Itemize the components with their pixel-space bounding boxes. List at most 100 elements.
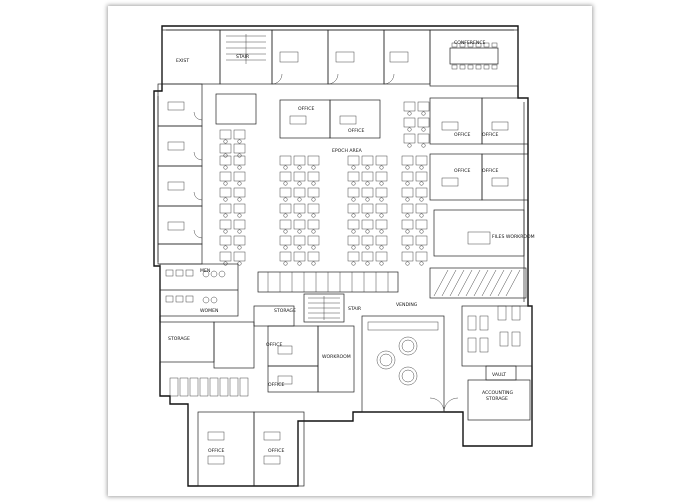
- chair: [365, 181, 370, 186]
- label-vending: VENDING: [396, 302, 418, 308]
- chair: [351, 181, 356, 186]
- chair: [283, 229, 288, 234]
- chair: [297, 197, 302, 202]
- top-row-rooms: [161, 29, 519, 87]
- chair: [351, 165, 356, 170]
- workstation: [415, 251, 428, 262]
- workstation: [219, 143, 232, 154]
- chair: [419, 165, 424, 170]
- workstation: [375, 187, 388, 198]
- label-accounting-storage: STORAGE: [486, 396, 508, 402]
- chair: [379, 229, 384, 234]
- chair: [297, 229, 302, 234]
- right-offices: [429, 97, 529, 257]
- chair: [379, 245, 384, 250]
- chair: [419, 213, 424, 218]
- chair: [379, 197, 384, 202]
- workstation: [361, 155, 374, 166]
- chair: [365, 197, 370, 202]
- workstation: [307, 235, 320, 246]
- workstation: [347, 187, 360, 198]
- workstation: [219, 171, 232, 182]
- workstation: [401, 187, 414, 198]
- workstation: [219, 187, 232, 198]
- chair: [351, 229, 356, 234]
- chair: [419, 261, 424, 266]
- workstation: [361, 171, 374, 182]
- chair: [311, 181, 316, 186]
- chair: [283, 181, 288, 186]
- workstation: [375, 155, 388, 166]
- lower-right-rooms: [461, 305, 533, 421]
- chair: [365, 229, 370, 234]
- chair: [419, 197, 424, 202]
- chair: [407, 143, 412, 148]
- workstation: [361, 251, 374, 262]
- chair: [379, 213, 384, 218]
- files-lockers-row: [257, 271, 399, 293]
- chair: [379, 165, 384, 170]
- label-office-low-1: OFFICE: [266, 342, 282, 348]
- chair: [223, 261, 228, 266]
- label-storage-mid: STORAGE: [274, 308, 296, 314]
- chair: [421, 143, 426, 148]
- chair: [297, 261, 302, 266]
- chair: [405, 261, 410, 266]
- chair: [379, 181, 384, 186]
- label-office-right-1: OFFICE: [454, 132, 470, 138]
- chair: [421, 127, 426, 132]
- label-stair-top: STAIR: [236, 54, 250, 60]
- chair: [407, 111, 412, 116]
- chair: [351, 213, 356, 218]
- chair: [405, 197, 410, 202]
- chair: [311, 261, 316, 266]
- label-office-low-4: OFFICE: [268, 448, 284, 454]
- chair: [351, 245, 356, 250]
- workstation-clusters: [219, 101, 430, 266]
- workstation: [401, 219, 414, 230]
- chair: [223, 229, 228, 234]
- label-office-b: OFFICE: [348, 128, 364, 134]
- chair: [237, 229, 242, 234]
- room-labels: EXIST STAIR CONFERENCE OFFICE OFFICE OFF…: [168, 40, 535, 454]
- workstation: [279, 251, 292, 262]
- label-files-workroom: FILES WORKROOM: [492, 234, 535, 240]
- chair: [407, 127, 412, 132]
- chair: [311, 245, 316, 250]
- workstation: [347, 235, 360, 246]
- label-stair-mid: STAIR: [348, 306, 362, 312]
- chair: [405, 213, 410, 218]
- label-accounting: ACCOUNTING: [482, 390, 513, 396]
- chair: [311, 213, 316, 218]
- chair: [297, 213, 302, 218]
- workstation: [417, 133, 430, 144]
- label-women: WOMEN: [200, 308, 218, 314]
- chair: [283, 261, 288, 266]
- workstation: [307, 187, 320, 198]
- chair: [223, 245, 228, 250]
- workstation: [219, 155, 232, 166]
- chair: [237, 139, 242, 144]
- chair: [365, 245, 370, 250]
- workstation: [219, 129, 232, 140]
- label-conference: CONFERENCE: [454, 40, 486, 46]
- mid-stair-and-break-room: [303, 293, 459, 413]
- label-men: MEN: [200, 268, 210, 274]
- workstation: [361, 219, 374, 230]
- chair: [283, 213, 288, 218]
- chair: [237, 153, 242, 158]
- workstation: [375, 203, 388, 214]
- workstation: [219, 235, 232, 246]
- restroom-block: [159, 263, 239, 317]
- chair: [223, 181, 228, 186]
- workstation: [307, 155, 320, 166]
- workstation: [219, 203, 232, 214]
- workstation: [403, 117, 416, 128]
- chair: [237, 165, 242, 170]
- chair: [223, 213, 228, 218]
- chair: [283, 245, 288, 250]
- workstation: [233, 171, 246, 182]
- chair: [365, 261, 370, 266]
- workstation: [361, 187, 374, 198]
- workstation: [403, 133, 416, 144]
